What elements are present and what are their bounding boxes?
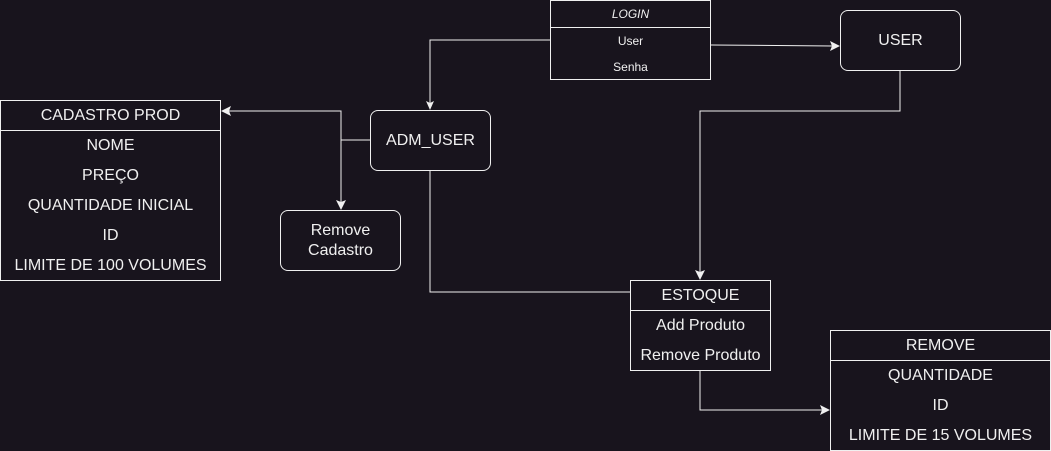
arrowhead-cadastro [221, 106, 231, 116]
edge-adm-user-to-cadastro [228, 110, 370, 141]
remove-title: REMOVE [831, 331, 1050, 361]
adm-user-node[interactable]: ADM_USER [370, 110, 491, 171]
remove-field-id: ID [932, 397, 949, 414]
cadastro-field-quantidade-inicial: QUANTIDADE INICIAL [27, 197, 194, 214]
user-node-label: USER [878, 31, 923, 49]
arrowhead-estoque [695, 270, 705, 280]
estoque-title: ESTOQUE [631, 281, 770, 311]
cadastro-field-limite: LIMITE DE 100 VOLUMES [14, 257, 207, 274]
edge-estoque-to-remove [699, 371, 823, 411]
edge-login-to-user [710, 44, 834, 47]
arrowhead-user [830, 41, 840, 51]
arrowhead-remove [820, 405, 830, 415]
user-node[interactable]: USER [840, 10, 961, 71]
adm-user-node-label: ADM_USER [386, 131, 475, 149]
cadastro-prod-title: CADASTRO PROD [1, 101, 220, 131]
cadastro-field-nome: NOME [86, 137, 135, 154]
cadastro-prod-table[interactable]: CADASTRO PROD NOME PREÇO QUANTIDADE INIC… [0, 100, 221, 281]
cadastro-field-preco: PREÇO [82, 167, 139, 184]
arrowhead-remove-cadastro [336, 200, 346, 210]
cadastro-field-id: ID [102, 227, 119, 244]
remove-field-quantidade: QUANTIDADE [888, 367, 993, 384]
estoque-table[interactable]: ESTOQUE Add Produto Remove Produto [630, 280, 771, 371]
arrowhead-adm-user [426, 101, 434, 110]
login-title: LOGIN [551, 1, 710, 28]
edge-login-to-adm-user [429, 39, 550, 104]
estoque-field-add-produto: Add Produto [656, 317, 745, 334]
login-table[interactable]: LOGIN User Senha [550, 0, 711, 80]
login-field-senha: Senha [613, 60, 648, 74]
estoque-field-remove-produto: Remove Produto [640, 347, 761, 364]
remove-cadastro-node[interactable]: Remove Cadastro [280, 210, 401, 271]
remove-field-limite: LIMITE DE 15 VOLUMES [848, 427, 1033, 444]
login-field-user: User [617, 34, 644, 48]
edge-adm-user-to-estoque [429, 171, 630, 293]
remove-cadastro-node-label: Remove Cadastro [308, 221, 373, 259]
edge-user-to-estoque [699, 71, 901, 273]
remove-table[interactable]: REMOVE QUANTIDADE ID LIMITE DE 15 VOLUME… [830, 330, 1051, 451]
